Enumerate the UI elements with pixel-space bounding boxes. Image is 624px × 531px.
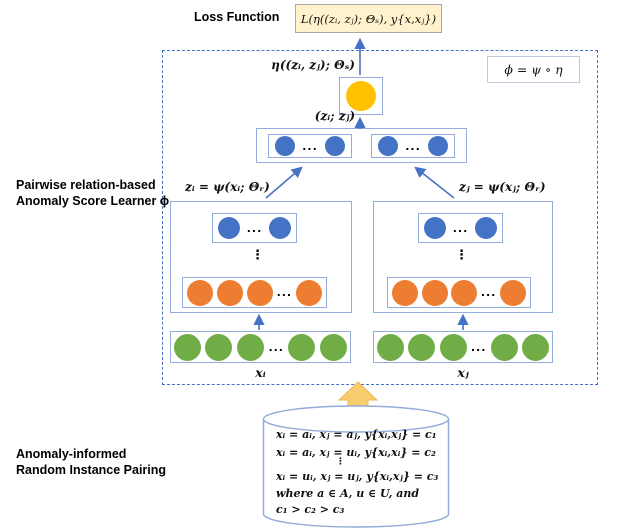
- neuron-blue: [427, 136, 448, 156]
- concat-label: (zᵢ; zⱼ): [314, 109, 355, 123]
- neuron-green: [205, 333, 233, 361]
- loss-formula-box: L(η((zᵢ, zⱼ); Θₛ), y{x,xⱼ}): [295, 4, 442, 33]
- pair-eq-line2: xᵢ = aᵢ, xⱼ = uᵢ, y{xᵢ,xᵢ} = c₂: [276, 446, 436, 459]
- neuron-blue: [218, 217, 240, 239]
- learner-side-label-line1: Pairwise relation-based: [16, 178, 156, 192]
- eta-formula-label: η((zᵢ, zⱼ); Θₛ): [271, 58, 355, 72]
- neuron-blue: [324, 136, 345, 156]
- pair-eq-line4: where a ∈ A, u ∈ U, and: [276, 487, 420, 500]
- loss-formula: L(η((zᵢ, zⱼ); Θₛ), y{x,xⱼ}): [300, 11, 437, 26]
- xj-label: xⱼ: [457, 365, 469, 380]
- ellipsis: ...: [276, 286, 293, 299]
- concat-left-box: ...: [268, 134, 352, 158]
- neuron-orange: [421, 279, 448, 306]
- neuron-blue: [474, 217, 497, 239]
- ellipsis: ...: [268, 340, 284, 354]
- learner-boundary-box: [162, 50, 598, 385]
- pair-eq-line5: c₁ > c₂ > c₃: [276, 503, 345, 516]
- ellipsis: ...: [480, 286, 497, 299]
- right-input-layer: ...: [373, 331, 553, 363]
- neuron-blue: [268, 217, 291, 239]
- pairing-side-label-line2: Random Instance Pairing: [16, 463, 167, 477]
- ellipsis: ...: [470, 340, 487, 354]
- pairing-side-label: Anomaly-informed Random Instance Pairing: [16, 446, 166, 478]
- neuron-green: [319, 333, 347, 361]
- neuron-orange: [451, 279, 478, 306]
- concat-right-box: ...: [371, 134, 455, 158]
- right-vertical-ellipsis: ⋮: [455, 248, 468, 263]
- zi-formula-label: zᵢ = ψ(xᵢ; Θᵣ): [185, 180, 270, 194]
- pairing-side-label-line1: Anomaly-informed: [16, 447, 127, 461]
- neuron-green: [288, 333, 316, 361]
- pair-eq-line3: xᵢ = uᵢ, xⱼ = uⱼ, y{xᵢ,xⱼ} = c₃: [276, 470, 439, 483]
- neuron-orange: [246, 279, 273, 306]
- neuron-green: [174, 333, 201, 361]
- pair-eq-vdots: ⋮: [336, 457, 345, 467]
- learner-side-label-line2: Anomaly Score Learner ϕ: [16, 194, 170, 208]
- output-neuron: [346, 81, 376, 111]
- loss-function-label: Loss Function: [194, 10, 280, 24]
- neuron-green: [236, 333, 264, 361]
- left-hidden-top-layer: ...: [212, 213, 297, 243]
- ellipsis: ...: [246, 221, 263, 235]
- neuron-green: [377, 333, 404, 361]
- neuron-orange: [187, 279, 213, 306]
- neuron-green: [521, 333, 549, 361]
- neuron-orange: [295, 279, 322, 306]
- neuron-orange: [392, 279, 418, 306]
- neuron-orange: [216, 279, 243, 306]
- phi-composition-box: ϕ = ψ ∘ η: [487, 56, 580, 83]
- xi-label: xᵢ: [255, 365, 266, 380]
- right-hidden-bottom-layer: ...: [387, 277, 531, 308]
- left-hidden-bottom-layer: ...: [182, 277, 327, 308]
- left-input-layer: ...: [170, 331, 351, 363]
- right-hidden-top-layer: ...: [418, 213, 503, 243]
- neuron-blue: [378, 136, 398, 156]
- left-vertical-ellipsis: ⋮: [251, 248, 264, 263]
- ellipsis: ...: [452, 221, 469, 235]
- learner-side-label: Pairwise relation-based Anomaly Score Le…: [16, 177, 169, 209]
- output-unit-box: [339, 77, 383, 115]
- neuron-orange: [499, 279, 526, 306]
- pair-eq-line1: xᵢ = aᵢ, xⱼ = aⱼ, y{xᵢ,xⱼ} = c₁: [276, 428, 437, 441]
- zj-formula-label: zⱼ = ψ(xⱼ; Θᵣ): [459, 180, 546, 194]
- pair-data-cylinder: xᵢ = aᵢ, xⱼ = aⱼ, y{xᵢ,xⱼ} = c₁ xᵢ = aᵢ,…: [262, 404, 450, 530]
- neuron-green: [490, 333, 518, 361]
- phi-composition-formula: ϕ = ψ ∘ η: [504, 62, 563, 77]
- neuron-blue: [424, 217, 446, 239]
- neuron-green: [439, 333, 467, 361]
- cylinder-body: [262, 419, 450, 528]
- ellipsis: ...: [302, 139, 318, 153]
- ellipsis: ...: [405, 139, 421, 153]
- neuron-green: [408, 333, 436, 361]
- neuron-blue: [275, 136, 295, 156]
